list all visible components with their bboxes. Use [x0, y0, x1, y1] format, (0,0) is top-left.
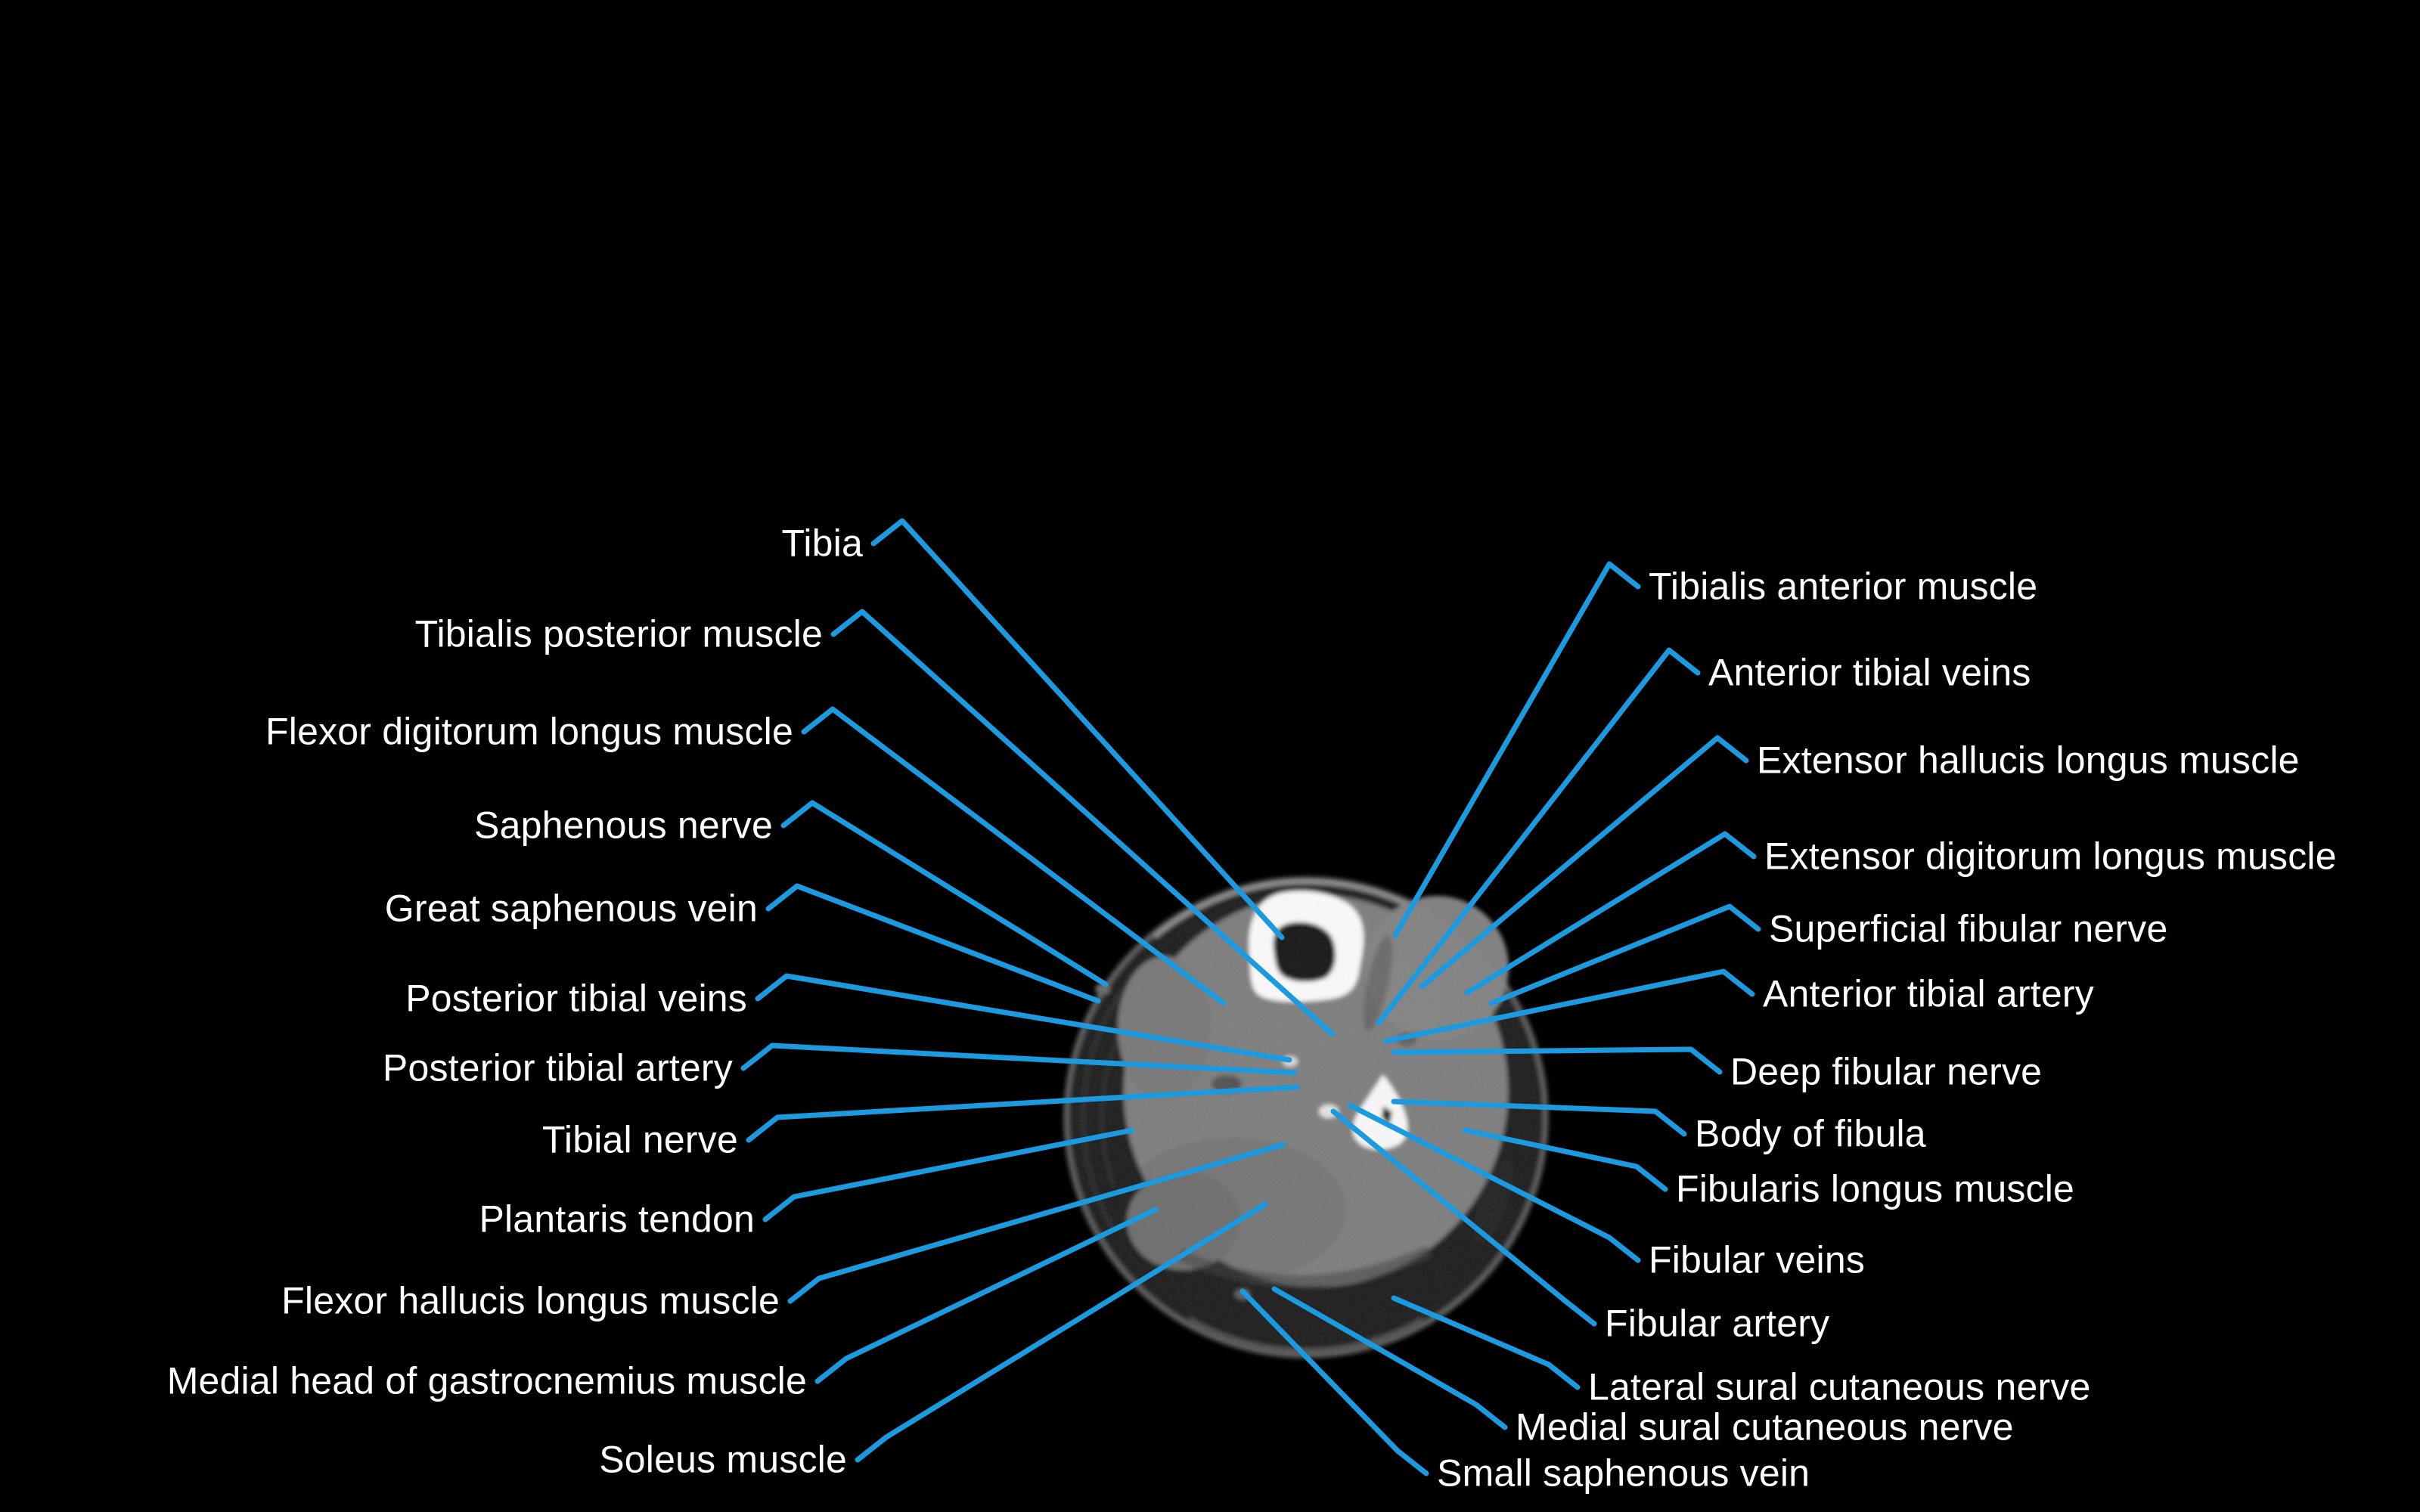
label-posterior-tibial-artery: Posterior tibial artery [382, 1046, 733, 1089]
label-saphenous-nerve: Saphenous nerve [474, 804, 773, 847]
label-tibialis-posterior-muscle: Tibialis posterior muscle [414, 612, 823, 655]
leader-line-body-of-fibula [1391, 1098, 1687, 1137]
label-soleus-muscle: Soleus muscle [599, 1438, 847, 1481]
label-posterior-tibial-veins: Posterior tibial veins [405, 977, 747, 1020]
leader-line-great-saphenous-vein [765, 883, 1101, 1004]
label-superficial-fibular-nerve: Superficial fibular nerve [1769, 907, 2168, 950]
leader-line-medial-head-of-gastrocnemius-muscle [814, 1207, 1159, 1384]
label-fibularis-longus-muscle: Fibularis longus muscle [1676, 1167, 2075, 1210]
label-medial-head-of-gastrocnemius-muscle: Medial head of gastrocnemius muscle [166, 1359, 807, 1402]
leader-line-tibialis-anterior-muscle [1392, 561, 1641, 938]
label-anterior-tibial-artery: Anterior tibial artery [1763, 972, 2094, 1015]
label-great-saphenous-vein: Great saphenous vein [384, 887, 758, 930]
leader-line-fibular-artery [1330, 1108, 1597, 1327]
leader-line-saphenous-nerve [780, 800, 1109, 987]
leader-lines [740, 518, 1761, 1476]
leader-line-superficial-fibular-nerve [1488, 903, 1761, 1006]
leader-line-lateral-sural-cutaneous-nerve [1391, 1295, 1581, 1390]
leader-line-fibularis-longus-muscle [1462, 1127, 1668, 1192]
label-fibular-veins: Fibular veins [1649, 1238, 1866, 1281]
leader-line-tibia [870, 518, 1285, 940]
leader-line-medial-sural-cutaneous-nerve [1271, 1286, 1508, 1430]
label-fibular-artery: Fibular artery [1605, 1302, 1830, 1345]
leader-line-extensor-hallucis-longus-muscle [1419, 735, 1749, 990]
label-plantaris-tendon: Plantaris tendon [479, 1198, 755, 1241]
leader-line-tibial-nerve [746, 1084, 1300, 1143]
leader-line-fibular-veins [1347, 1102, 1641, 1263]
label-tibia: Tibia [781, 522, 863, 565]
leader-line-flexor-hallucis-longus-muscle [787, 1142, 1286, 1304]
leader-line-anterior-tibial-artery [1383, 968, 1755, 1044]
leader-line-flexor-digitorum-longus-muscle [801, 706, 1227, 1006]
leader-line-extensor-digitorum-longus-muscle [1464, 831, 1757, 996]
label-small-saphenous-vein: Small saphenous vein [1437, 1452, 1810, 1495]
label-anterior-tibial-veins: Anterior tibial veins [1708, 651, 2031, 694]
label-lateral-sural-cutaneous-nerve: Lateral sural cutaneous nerve [1588, 1365, 2091, 1408]
ct-scan [1063, 876, 1549, 1359]
leader-line-small-saphenous-vein [1239, 1288, 1429, 1476]
leader-line-deep-fibular-nerve [1391, 1046, 1723, 1075]
label-extensor-digitorum-longus-muscle: Extensor digitorum longus muscle [1764, 835, 2337, 878]
leader-line-posterior-tibial-artery [740, 1043, 1298, 1076]
label-flexor-hallucis-longus-muscle: Flexor hallucis longus muscle [281, 1279, 780, 1322]
leader-line-anterior-tibial-veins [1376, 647, 1701, 1026]
label-extensor-hallucis-longus-muscle: Extensor hallucis longus muscle [1757, 739, 2300, 782]
label-tibial-nerve: Tibial nerve [542, 1118, 738, 1161]
label-tibialis-anterior-muscle: Tibialis anterior muscle [1649, 565, 2038, 608]
label-medial-sural-cutaneous-nerve: Medial sural cutaneous nerve [1516, 1405, 2014, 1448]
leader-line-plantaris-tendon [762, 1127, 1135, 1222]
leader-line-posterior-tibial-veins [755, 973, 1292, 1063]
leader-line-soleus-muscle [855, 1201, 1268, 1463]
label-deep-fibular-nerve: Deep fibular nerve [1730, 1050, 2043, 1093]
label-body-of-fibula: Body of fibula [1695, 1112, 1926, 1155]
leader-line-tibialis-posterior-muscle [830, 609, 1336, 1037]
label-flexor-digitorum-longus-muscle: Flexor digitorum longus muscle [265, 710, 793, 753]
